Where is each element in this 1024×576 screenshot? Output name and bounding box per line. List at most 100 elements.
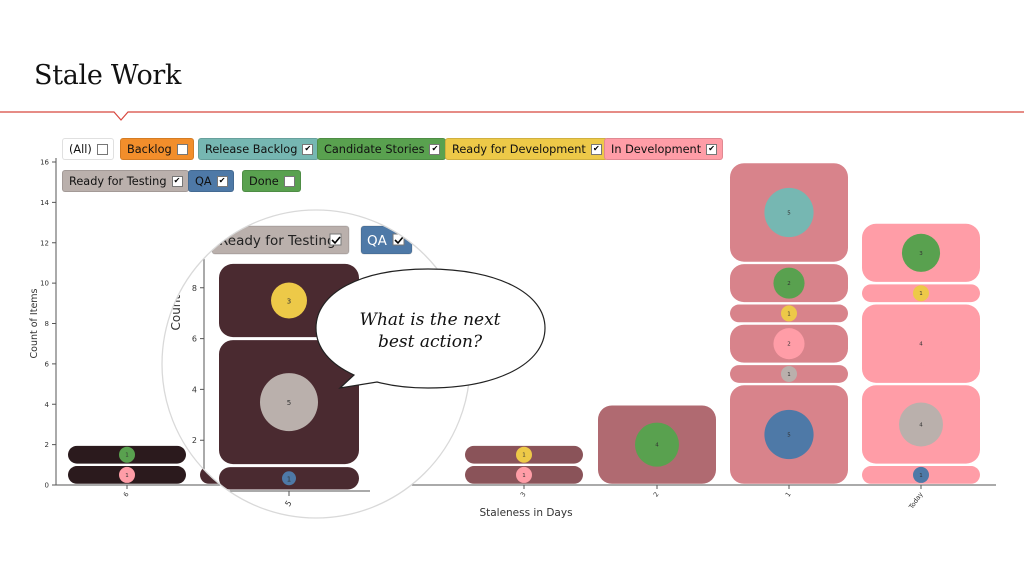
lens-chip-label: QA bbox=[367, 233, 388, 249]
lens-data-label: 3 bbox=[287, 298, 291, 306]
status-dot bbox=[781, 365, 797, 382]
filter-all[interactable]: (All) bbox=[62, 138, 114, 160]
filter-release-backlog-checkbox[interactable] bbox=[302, 143, 314, 155]
lens-y-axis-title: Count of bbox=[169, 279, 183, 331]
data-label: 5 bbox=[787, 210, 791, 216]
filter-qa[interactable]: QA bbox=[188, 170, 234, 192]
lens-check-icon bbox=[394, 236, 404, 245]
status-dot bbox=[899, 402, 943, 447]
y-tick-label: 14 bbox=[40, 199, 49, 207]
filter-qa-checkbox[interactable] bbox=[216, 175, 228, 187]
status-dot bbox=[913, 285, 929, 302]
filter-in-development-label: In Development bbox=[611, 142, 702, 156]
filter-candidate-stories[interactable]: Candidate Stories bbox=[317, 138, 447, 160]
status-dot bbox=[901, 233, 941, 272]
data-label: 4 bbox=[919, 342, 923, 348]
data-label: 2 bbox=[787, 342, 791, 348]
data-label: 2 bbox=[787, 281, 791, 287]
lens-data-label: 1 bbox=[287, 475, 291, 483]
status-dot bbox=[773, 328, 805, 360]
data-label: 3 bbox=[919, 251, 923, 257]
x-tick-label: 6 bbox=[122, 491, 131, 499]
status-dot bbox=[781, 305, 797, 322]
data-label: 1 bbox=[787, 311, 791, 317]
filter-qa-label: QA bbox=[195, 174, 212, 188]
status-dot bbox=[119, 466, 135, 483]
lens-filter-qa: QA bbox=[360, 225, 413, 255]
y-tick-label: 16 bbox=[40, 159, 49, 167]
filter-in-development-checkbox[interactable] bbox=[706, 143, 718, 155]
status-dot bbox=[119, 446, 135, 463]
filter-backlog-checkbox[interactable] bbox=[176, 143, 188, 155]
filter-done-checkbox[interactable] bbox=[283, 175, 295, 187]
y-axis-title: Count of Items bbox=[29, 288, 40, 358]
lens-chip-label: Ready for Testing bbox=[219, 233, 336, 249]
lens-x-tick-label: 5 bbox=[283, 499, 293, 508]
callout-shape bbox=[315, 268, 546, 389]
status-dot bbox=[764, 187, 814, 238]
lens-y-tick-label: 4 bbox=[192, 385, 197, 394]
y-tick-label: 8 bbox=[45, 320, 49, 328]
x-tick-label: Today bbox=[907, 490, 925, 511]
filter-ready-for-development-label: Ready for Development bbox=[452, 142, 586, 156]
status-dot bbox=[913, 466, 929, 483]
filter-ready-for-testing-checkbox[interactable] bbox=[171, 175, 183, 187]
filter-release-backlog-label: Release Backlog bbox=[205, 142, 298, 156]
lens-check-icon bbox=[331, 236, 341, 245]
lens-y-tick-label: 2 bbox=[192, 436, 197, 445]
status-dot bbox=[516, 466, 532, 483]
filter-done[interactable]: Done bbox=[242, 170, 301, 192]
filter-in-development[interactable]: In Development bbox=[604, 138, 724, 160]
divider-line bbox=[0, 111, 1024, 121]
filter-ready-for-development-checkbox[interactable] bbox=[590, 143, 602, 155]
data-label: 1 bbox=[787, 372, 791, 378]
lens-status-dot bbox=[260, 373, 318, 432]
data-label: 1 bbox=[125, 453, 129, 459]
x-axis-title: Staleness in Days bbox=[479, 507, 572, 519]
lens-data-label: 5 bbox=[287, 399, 291, 407]
filter-release-backlog[interactable]: Release Backlog bbox=[198, 138, 320, 160]
lens-filter-ready-for-testing: Ready for Testing bbox=[211, 225, 350, 255]
status-dot bbox=[899, 321, 943, 366]
callout-text-line2: best action? bbox=[378, 332, 483, 352]
filter-candidate-stories-checkbox[interactable] bbox=[429, 143, 441, 155]
status-dot bbox=[635, 422, 679, 467]
data-label: 4 bbox=[919, 422, 923, 428]
filter-backlog-label: Backlog bbox=[127, 142, 172, 156]
y-tick-label: 12 bbox=[40, 239, 49, 247]
lens-status-dot bbox=[271, 282, 307, 319]
title-divider bbox=[0, 111, 1024, 121]
y-tick-label: 10 bbox=[40, 280, 49, 288]
data-label: 1 bbox=[125, 473, 129, 479]
slide-title: Stale Work bbox=[34, 60, 182, 91]
filter-done-label: Done bbox=[249, 174, 279, 188]
lens-status-dot bbox=[282, 471, 296, 486]
lens-y-tick-label: 6 bbox=[192, 335, 197, 344]
filter-ready-for-testing-label: Ready for Testing bbox=[69, 174, 167, 188]
data-label: 4 bbox=[655, 443, 659, 449]
filter-all-label: (All) bbox=[69, 142, 92, 156]
y-tick-label: 0 bbox=[45, 482, 49, 490]
status-dot bbox=[516, 446, 532, 463]
lens-chip-checkbox bbox=[329, 233, 342, 246]
y-tick-label: 2 bbox=[45, 441, 49, 449]
x-tick-label: 3 bbox=[519, 491, 528, 499]
filter-ready-for-development[interactable]: Ready for Development bbox=[445, 138, 608, 160]
status-dot bbox=[764, 409, 814, 460]
data-label: 1 bbox=[522, 453, 526, 459]
callout-text-line1: What is the next bbox=[359, 310, 500, 330]
filter-candidate-stories-label: Candidate Stories bbox=[324, 142, 425, 156]
status-dot bbox=[773, 267, 805, 299]
data-label: 1 bbox=[919, 473, 923, 479]
data-label: 1 bbox=[522, 473, 526, 479]
filter-backlog[interactable]: Backlog bbox=[120, 138, 194, 160]
x-tick-label: 1 bbox=[784, 491, 793, 499]
filter-ready-for-testing[interactable]: Ready for Testing bbox=[62, 170, 189, 192]
x-tick-label: 2 bbox=[652, 491, 661, 499]
y-tick-label: 6 bbox=[45, 360, 50, 368]
filter-all-checkbox[interactable] bbox=[96, 143, 108, 155]
y-tick-label: 4 bbox=[45, 401, 50, 409]
